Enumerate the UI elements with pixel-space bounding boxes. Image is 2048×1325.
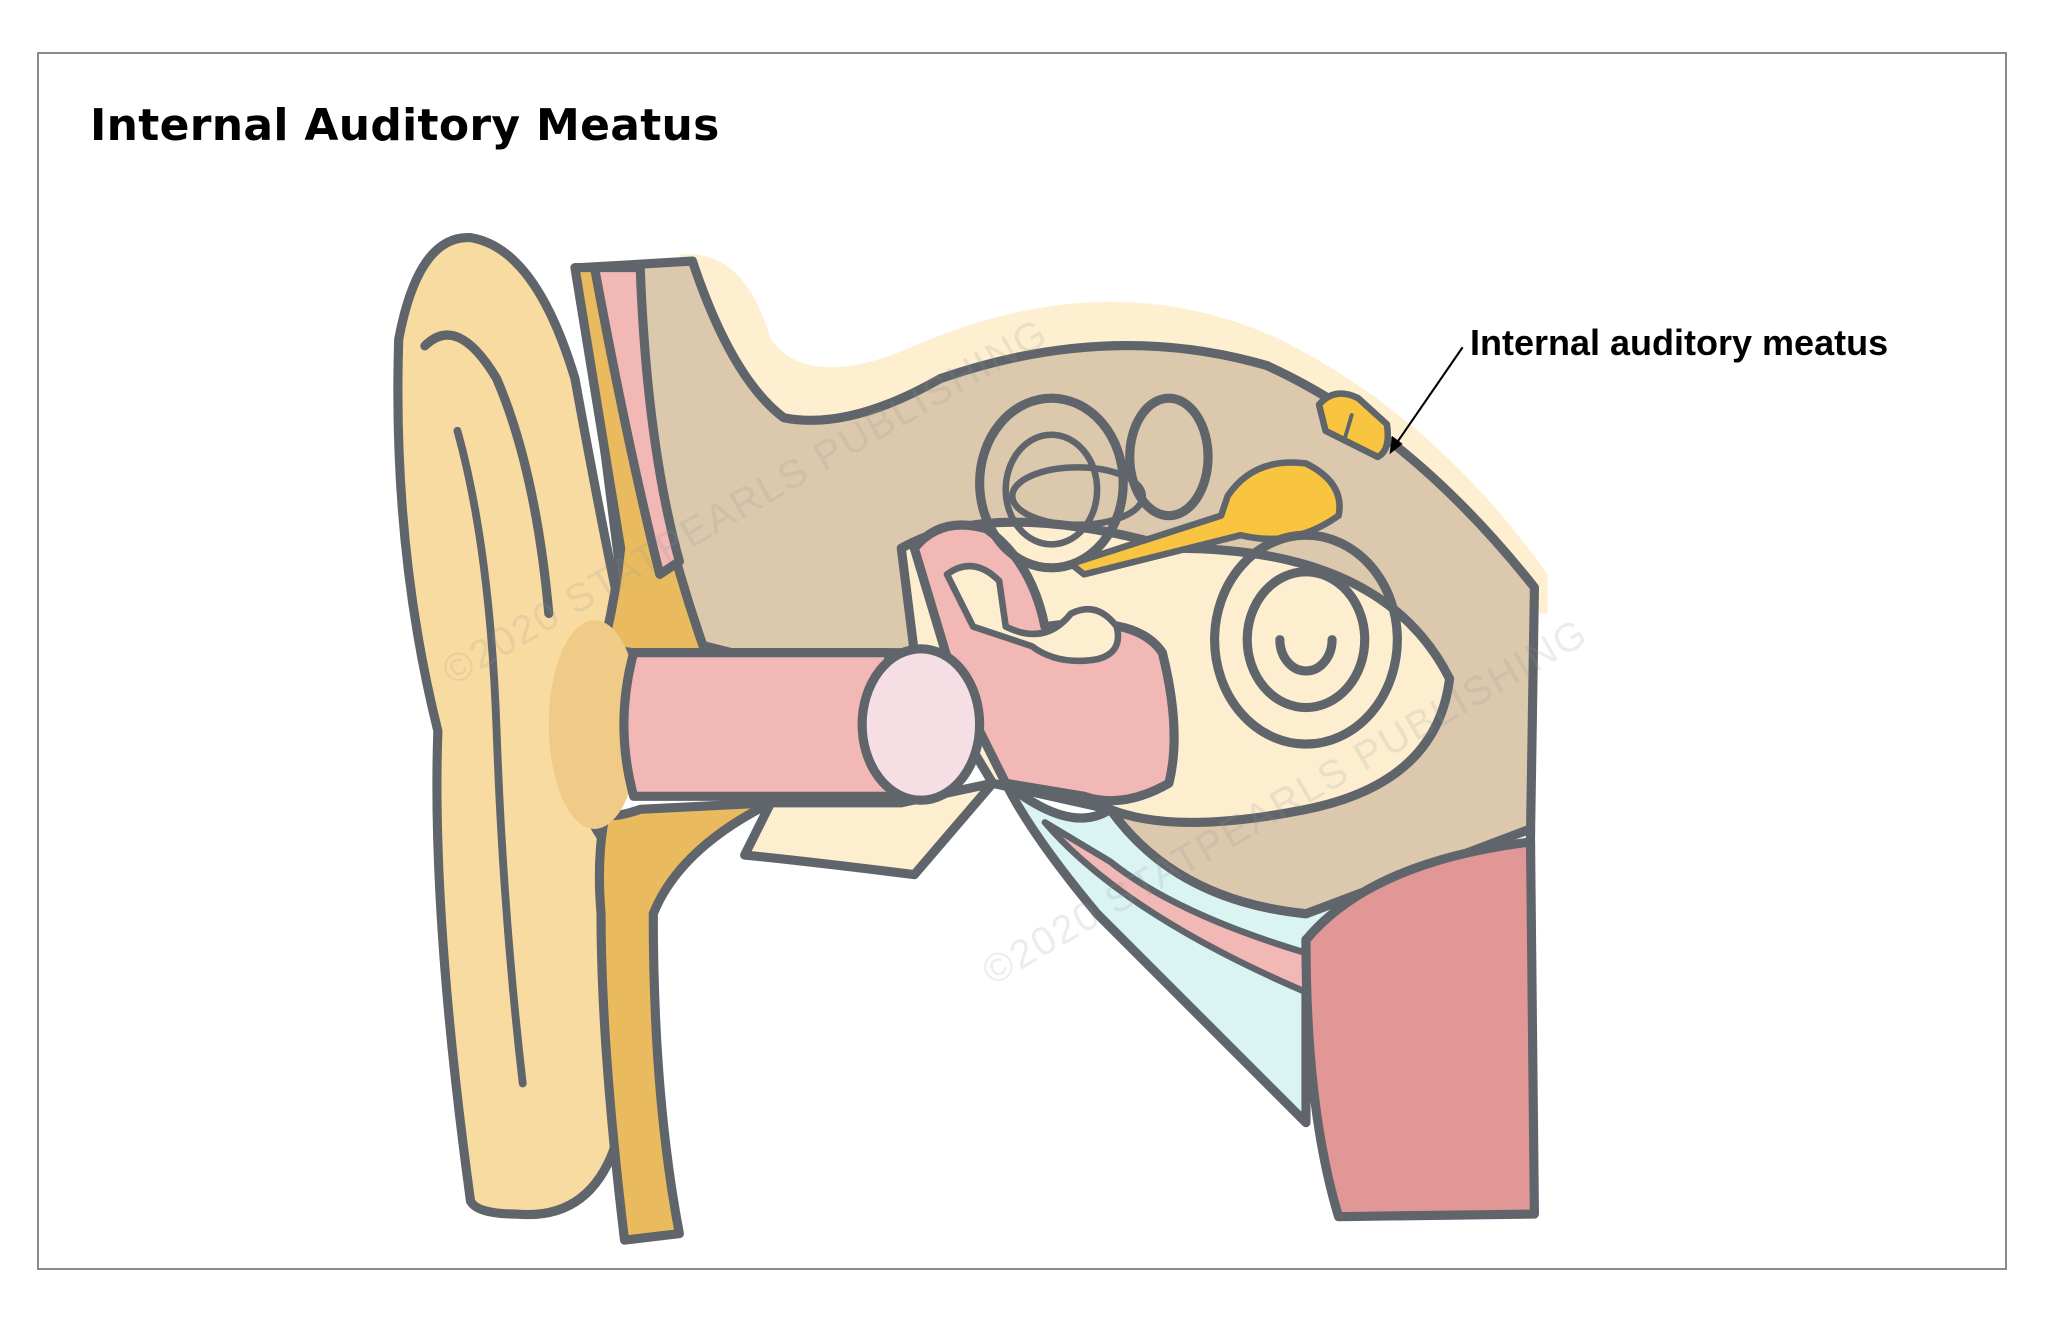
semicircular-canal-anterior [975, 393, 1128, 573]
figure-title: Internal Auditory Meatus [90, 100, 720, 151]
canal-bottom-tissue [740, 778, 998, 880]
semicircular-canal-inner [1002, 431, 1101, 548]
cochlea [1210, 530, 1402, 749]
antihelix-fold [453, 426, 527, 1088]
helix-fold [420, 330, 554, 619]
tympanic-membrane [857, 644, 985, 805]
vestibulocochlear-nerve [1067, 459, 1343, 578]
figure-frame [37, 52, 2007, 1270]
internal-auditory-meatus-marker [1315, 390, 1392, 461]
ossicles [943, 562, 1122, 665]
label-internal-auditory-meatus: Internal auditory meatus [1470, 322, 1889, 363]
external-auditory-canal [619, 648, 906, 801]
concha [548, 620, 641, 829]
skin-layer [589, 263, 684, 579]
pharyngeal-muscle [1301, 837, 1539, 1222]
label-pointer-arrow [1389, 346, 1464, 455]
semicircular-canal-lateral [1008, 464, 1147, 529]
semicircular-canal-posterior [1125, 393, 1213, 521]
